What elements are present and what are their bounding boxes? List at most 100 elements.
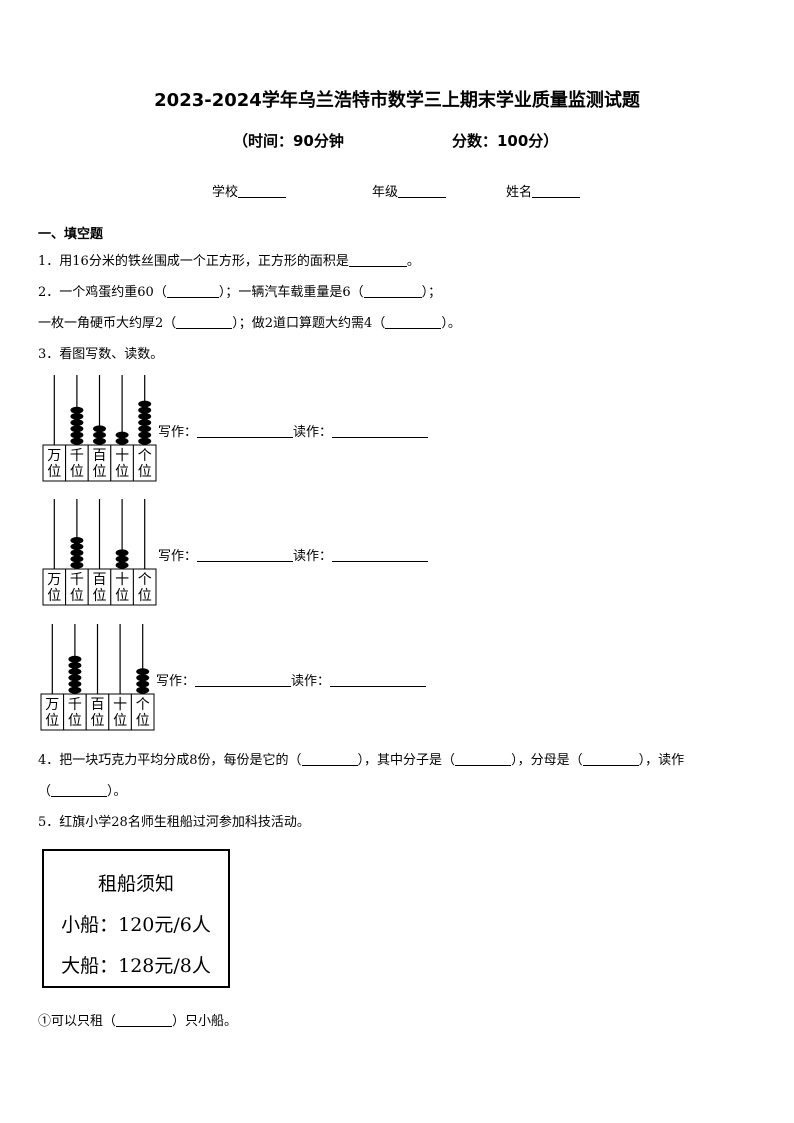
answer-blank[interactable]	[385, 314, 442, 329]
place-label-top: 千	[70, 572, 84, 588]
abacus-bead	[70, 549, 84, 557]
abacus-bead	[68, 668, 82, 675]
abacus-bead	[70, 406, 84, 414]
place-label-bottom: 位	[68, 713, 82, 729]
read-blank[interactable]	[330, 672, 427, 687]
notice-small-boat: 小船：120元/6人	[61, 914, 211, 936]
abacus-bead	[136, 686, 150, 694]
answer-blank[interactable]	[166, 283, 219, 298]
place-label-top: 百	[91, 697, 105, 713]
place-label-bottom: 位	[93, 588, 107, 604]
place-label-bottom: 位	[113, 713, 127, 729]
question-5-part-1-text: ①可以只租（	[38, 1014, 117, 1029]
abacus-bead	[70, 555, 84, 563]
question-4-text: （	[38, 784, 52, 799]
abacus-bead	[115, 431, 129, 439]
write-label: 写作：	[156, 674, 196, 689]
abacus-bead	[138, 413, 152, 420]
abacus-bead	[136, 674, 150, 682]
abacus-bead	[138, 400, 152, 408]
answer-blank[interactable]	[116, 1012, 173, 1027]
answer-blank[interactable]	[51, 782, 108, 797]
grade-blank[interactable]	[398, 183, 447, 198]
place-label-bottom: 位	[115, 588, 129, 604]
question-4-text: ），读作	[638, 753, 685, 768]
question-4-text: 4．把一块巧克力平均分成8份，每份是它的（	[38, 753, 302, 768]
abacus-bead	[70, 437, 84, 445]
place-label-bottom: 位	[47, 588, 61, 604]
question-2-text: ）；做2道口算题大约需4（	[232, 316, 386, 331]
place-value-cell	[132, 568, 157, 606]
write-blank[interactable]	[197, 547, 294, 562]
place-label-top: 十	[115, 448, 129, 464]
grade-field: 年级	[372, 181, 447, 200]
answer-blank[interactable]	[348, 252, 407, 267]
abacus-bead	[136, 680, 150, 688]
read-blank[interactable]	[332, 423, 429, 438]
grade-label: 年级	[372, 185, 399, 200]
answer-blank[interactable]	[176, 314, 233, 329]
abacus-bead	[138, 406, 152, 414]
name-label: 姓名	[506, 185, 533, 200]
abacus-bead	[93, 437, 106, 445]
abacus-2: 万位千位百位十位个位	[42, 497, 157, 607]
notice-title: 租船须知	[97, 873, 174, 895]
place-label-top: 万	[47, 572, 61, 588]
place-label-bottom: 位	[45, 713, 59, 729]
question-4-line-1: 4．把一块巧克力平均分成8份，每份是它的（），其中分子是（），分母是（），读作	[38, 749, 684, 768]
write-label: 写作：	[158, 425, 198, 440]
abacus-bead	[70, 413, 84, 420]
answer-blank[interactable]	[582, 751, 639, 766]
notice-big-boat: 大船：128元/8人	[61, 955, 211, 977]
place-label-top: 千	[70, 448, 84, 464]
abacus-bead	[138, 419, 152, 426]
abacus-bead	[68, 674, 82, 682]
name-blank[interactable]	[532, 183, 581, 198]
abacus-1: 万位千位百位十位个位	[42, 373, 157, 483]
question-1: 1．用16分米的铁丝围成一个正方形，正方形的面积是。	[38, 250, 420, 269]
write-label: 写作：	[158, 549, 198, 564]
question-2-line-1: 2．一个鸡蛋约重60（）；一辆汽车载重量是6（）；	[38, 281, 441, 300]
place-label-bottom: 位	[93, 464, 107, 480]
answer-blank[interactable]	[363, 283, 422, 298]
place-label-top: 万	[47, 448, 61, 464]
question-2-text: ）；一辆汽车载重量是6（	[218, 285, 364, 300]
abacus-3-answer: 写作： 读作：	[156, 670, 427, 689]
school-blank[interactable]	[238, 183, 287, 198]
place-label-top: 个	[138, 572, 152, 588]
question-4-text: ），其中分子是（	[357, 753, 456, 768]
question-2-line-2: 一枚一角硬币大约厚2（）；做2道口算题大约需4（）。	[38, 312, 461, 331]
place-label-bottom: 位	[91, 713, 105, 729]
question-3: 3．看图写数、读数。	[38, 347, 164, 362]
place-label-bottom: 位	[47, 464, 61, 480]
place-label-top: 个	[136, 697, 150, 713]
place-label-bottom: 位	[138, 588, 152, 604]
page-title: 2023-2024学年乌兰浩特市数学三上期末学业质量监测试题	[154, 90, 640, 111]
place-label-top: 千	[68, 697, 82, 713]
section-heading: 一、填空题	[38, 227, 104, 242]
abacus-bead	[115, 561, 129, 569]
write-blank[interactable]	[195, 672, 292, 687]
read-blank[interactable]	[332, 547, 429, 562]
read-label: 读作：	[293, 425, 333, 440]
abacus-bead	[93, 431, 106, 439]
write-blank[interactable]	[197, 423, 294, 438]
place-value-cell	[132, 444, 157, 482]
abacus-bead	[138, 437, 152, 445]
name-field: 姓名	[506, 181, 581, 200]
school-field: 学校	[212, 181, 287, 200]
abacus-bead	[70, 431, 84, 439]
question-5-part-1: ①可以只租（）只小船。	[38, 1010, 237, 1029]
abacus-bead	[68, 680, 82, 688]
answer-blank[interactable]	[301, 751, 358, 766]
abacus-bead	[68, 686, 82, 694]
exam-score: 分数：100分）	[452, 132, 559, 150]
place-label-bottom: 位	[138, 464, 152, 480]
answer-blank[interactable]	[455, 751, 512, 766]
school-label: 学校	[212, 185, 239, 200]
read-label: 读作：	[291, 674, 331, 689]
question-2-text: ）。	[441, 316, 461, 331]
read-label: 读作：	[293, 549, 333, 564]
